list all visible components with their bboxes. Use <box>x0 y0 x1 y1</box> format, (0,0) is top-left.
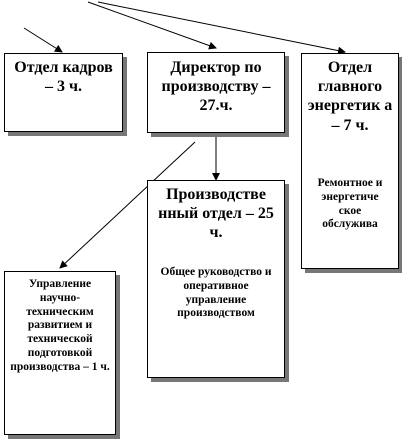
production-department-label: Производстве нный отдел – 25 ч. <box>158 186 274 242</box>
chief-energy-box <box>301 53 399 269</box>
production-management-label: Общее руководство и оперативное управлен… <box>160 266 272 320</box>
rnd-management-label: Управление научно-техническим развитием … <box>10 278 110 373</box>
arrow-to-rnd <box>59 141 196 269</box>
hr-department-box <box>4 53 123 132</box>
rnd-management-box <box>4 271 116 435</box>
production-department-box <box>147 180 285 378</box>
director-label: Директор по производству – 27.ч. <box>161 59 271 115</box>
arrow-to-energy <box>97 1 346 55</box>
arrow-to-hr <box>23 27 63 53</box>
chief-energy-label: Отдел главного энергетик а – 7 ч. <box>307 59 393 134</box>
energy-service-label: Ремонтное и энергетиче ское обслужива <box>317 177 383 231</box>
hr-department-label: Отдел кадров – 3 ч. <box>14 59 113 96</box>
arrow-to-director <box>87 1 217 50</box>
director-box <box>147 52 285 133</box>
